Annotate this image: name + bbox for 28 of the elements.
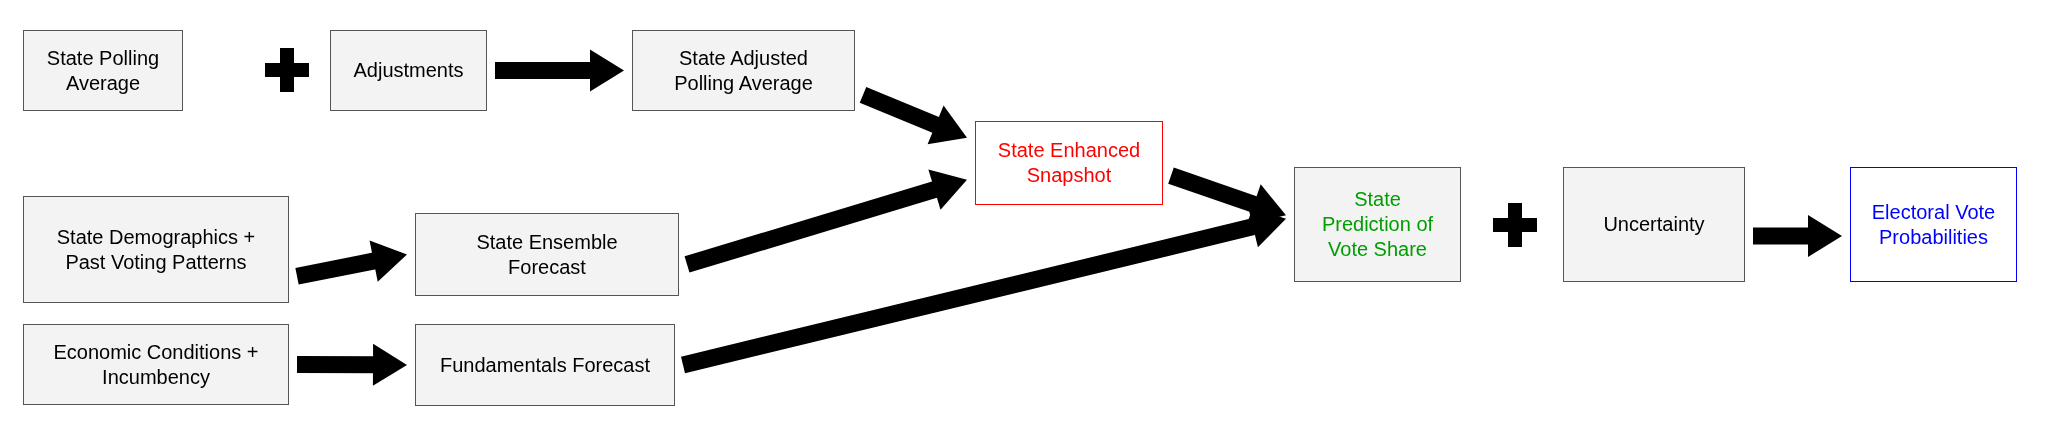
arrow xyxy=(1753,215,1842,257)
process-box xyxy=(415,324,675,406)
box-label: Fundamentals Forecast xyxy=(439,352,651,378)
box-label: Electoral Vote Probabilities xyxy=(1871,199,1996,250)
arrow xyxy=(684,169,967,273)
box-label: State Polling Average xyxy=(45,45,161,96)
box-label: State Enhanced Snapshot xyxy=(996,138,1142,188)
box-label: Uncertainty xyxy=(1603,212,1705,237)
box-label: State Adjusted Polling Average xyxy=(673,45,814,96)
box-label: State Prediction of Vote Share xyxy=(1320,187,1435,262)
process-box xyxy=(1563,167,1745,282)
process-box xyxy=(975,121,1163,205)
process-box xyxy=(23,30,183,111)
process-box xyxy=(632,30,855,111)
process-box xyxy=(1850,167,2017,282)
process-box xyxy=(1294,167,1461,282)
arrow xyxy=(295,240,407,285)
process-box xyxy=(415,213,679,296)
box-label: State Ensemble Forecast xyxy=(475,229,619,280)
arrow xyxy=(296,343,407,386)
process-box xyxy=(23,196,289,303)
arrow xyxy=(495,49,624,92)
process-box xyxy=(23,324,289,405)
arrow xyxy=(859,86,967,145)
process-box xyxy=(330,30,487,111)
box-label: State Demographics + Past Voting Patterns xyxy=(55,224,257,275)
box-label: Adjustments xyxy=(353,58,464,83)
box-label: Economic Conditions + Incumbency xyxy=(52,339,260,390)
